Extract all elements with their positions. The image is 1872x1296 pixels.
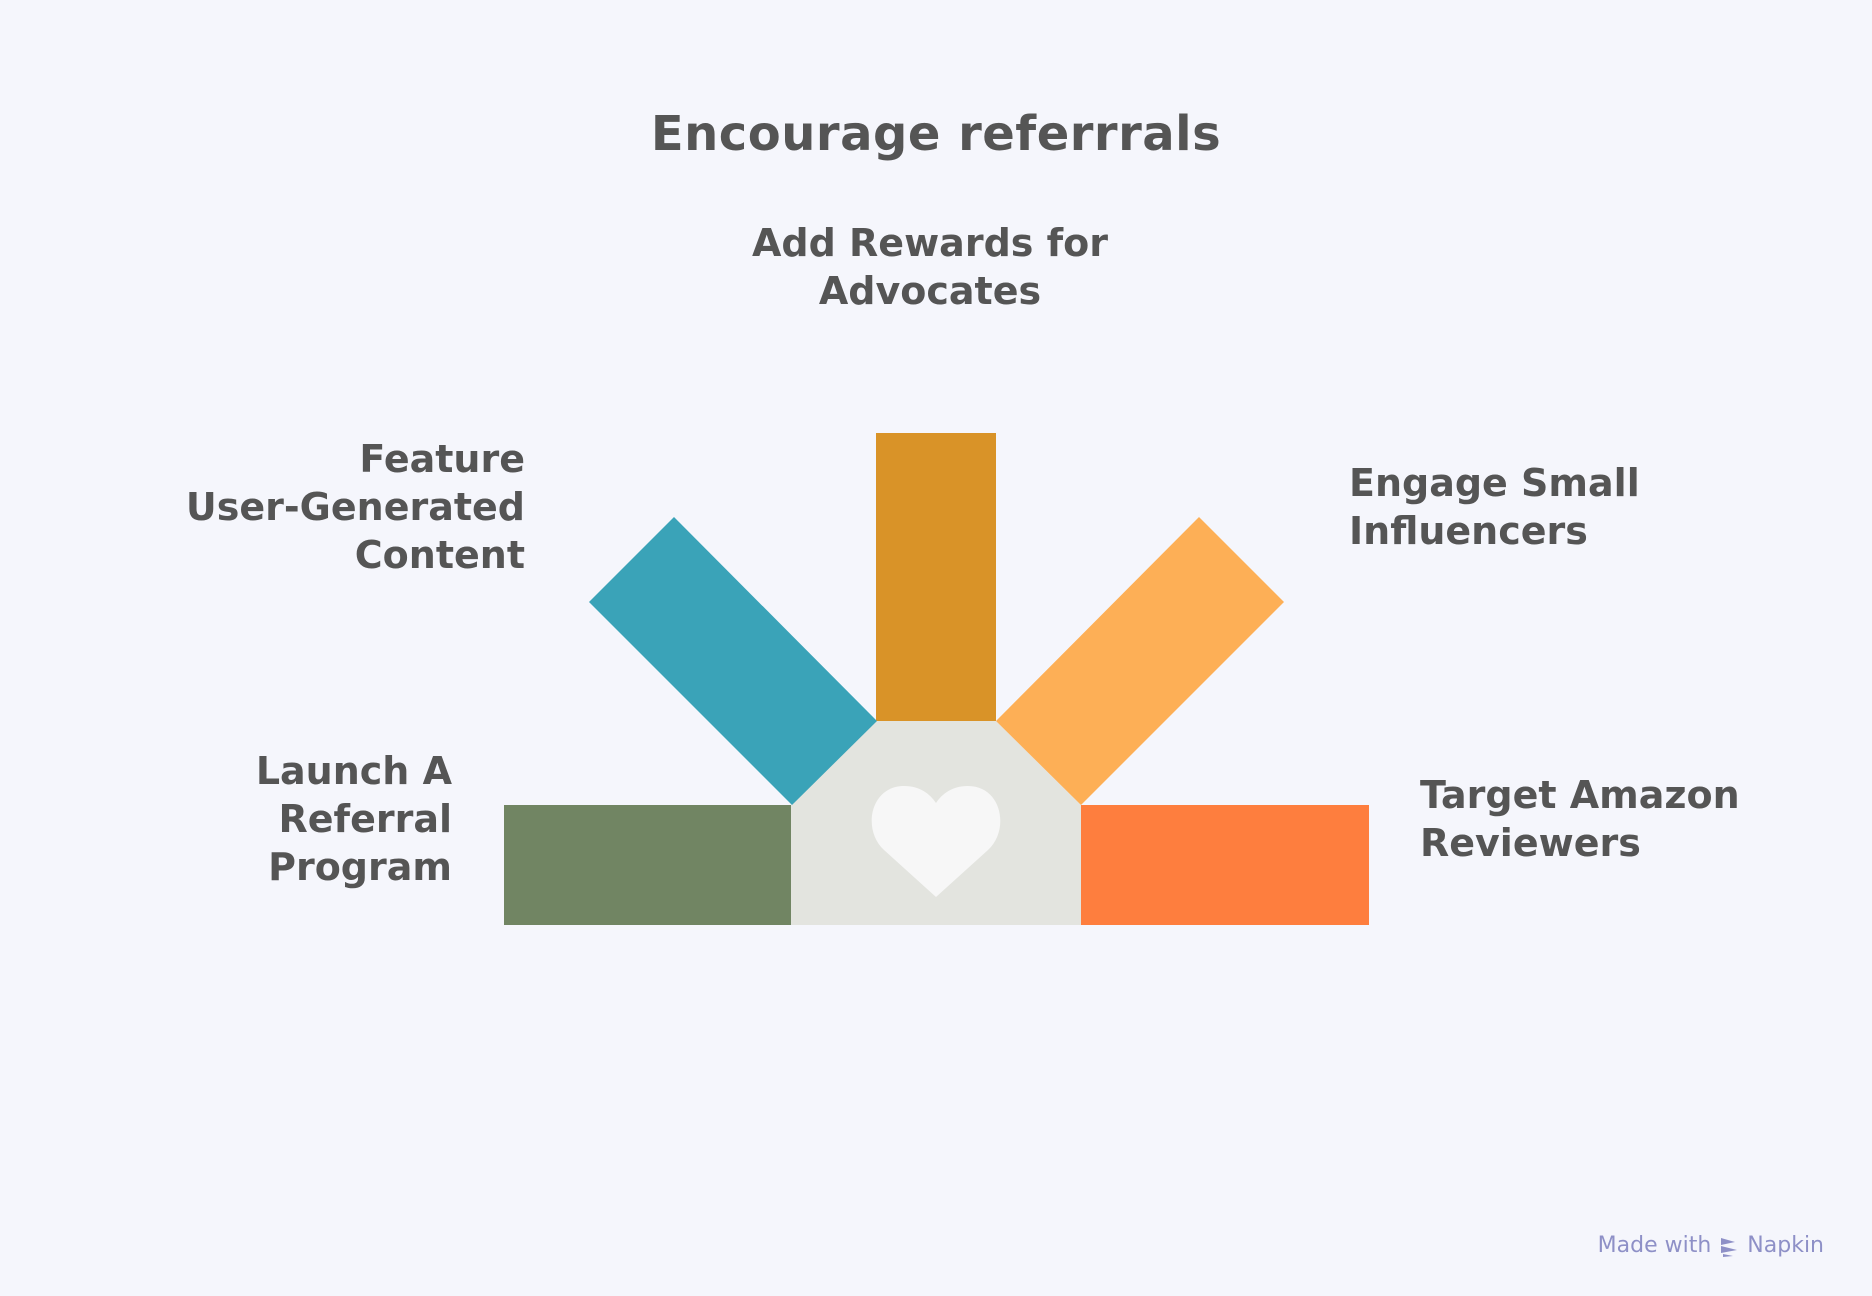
watermark-prefix: Made with (1597, 1233, 1712, 1258)
diagram-title: Encourage referrrals (650, 106, 1222, 162)
arm-launch-a-referral-program (504, 805, 791, 925)
watermark-brand: Napkin (1747, 1233, 1824, 1258)
arm-target-amazon-reviewers (1081, 805, 1369, 925)
label-launch-a-referral-program: Launch A Referral Program (255, 749, 452, 889)
arm-add-rewards-for-advocates (876, 433, 996, 721)
heart-icon (871, 786, 1001, 897)
label-engage-small-influencers: Engage Small Influencers (1349, 461, 1640, 553)
napkin-logo-icon (1721, 1237, 1738, 1257)
arm-engage-small-influencers (996, 517, 1284, 805)
arm-feature-user-generated-content (589, 517, 877, 805)
label-target-amazon-reviewers: Target Amazon Reviewers (1420, 773, 1740, 865)
made-with-napkin-watermark: Made with Napkin (1598, 1233, 1824, 1258)
label-feature-user-generated-content: Feature User-Generated Content (185, 437, 525, 577)
label-add-rewards-for-advocates: Add Rewards for Advocates (752, 221, 1108, 313)
